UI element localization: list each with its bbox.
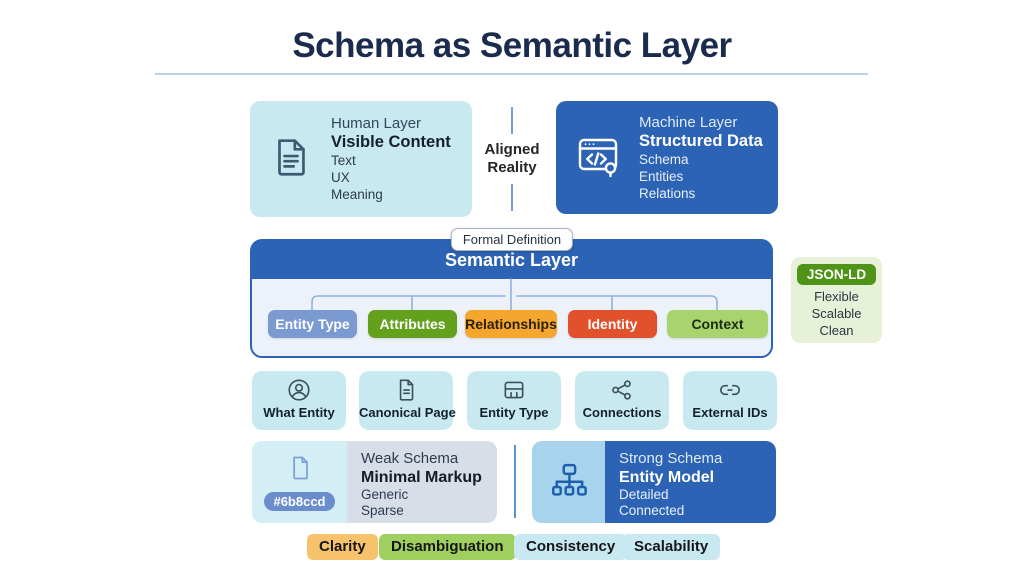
strong-schema-item: Detailed bbox=[619, 487, 669, 502]
human-layer-item: UX bbox=[331, 170, 350, 185]
share-nodes-icon bbox=[575, 377, 669, 404]
document-lines-icon bbox=[268, 134, 314, 185]
pill-relationships: Relationships bbox=[465, 310, 557, 338]
human-layer-heading: Visible Content bbox=[331, 133, 451, 151]
machine-layer-card: Machine Layer Structured Data Schema Ent… bbox=[556, 101, 778, 214]
badge-disambiguation: Disambiguation bbox=[379, 534, 516, 560]
human-layer-item: Meaning bbox=[331, 187, 383, 202]
formal-definition-badge: Formal Definition bbox=[450, 228, 574, 251]
jsonld-item: Flexible bbox=[814, 289, 859, 304]
link-icon bbox=[683, 377, 777, 404]
strong-schema-card: Strong Schema Entity Model Detailed Conn… bbox=[532, 441, 776, 523]
weak-schema-text: Weak Schema Minimal Markup Generic Spars… bbox=[347, 441, 497, 523]
blank-document-icon bbox=[286, 453, 314, 488]
jsonld-badge: JSON-LD bbox=[796, 264, 877, 285]
jsonld-item: Clean bbox=[819, 323, 854, 338]
feature-label: Canonical Page bbox=[359, 405, 456, 420]
feature-label: External IDs bbox=[692, 405, 768, 420]
weak-schema-item: Generic bbox=[361, 487, 409, 502]
feature-label: Entity Type bbox=[479, 405, 549, 420]
weak-schema-heading: Minimal Markup bbox=[361, 469, 482, 486]
table-icon bbox=[467, 377, 561, 404]
strong-schema-icon-panel bbox=[532, 441, 605, 523]
strong-schema-item: Connected bbox=[619, 503, 685, 518]
strong-schema-subtitle: Strong Schema bbox=[619, 450, 723, 467]
semantic-layer-card: Semantic Layer Entity Type Attributes Re… bbox=[250, 239, 773, 358]
browser-code-search-icon bbox=[574, 131, 622, 184]
feature-card-what-entity: What Entity bbox=[252, 371, 346, 430]
hex-color-badge: #6b8ccd bbox=[264, 492, 335, 511]
aligned-reality-label: Aligned Reality bbox=[484, 141, 540, 176]
user-circle-icon bbox=[252, 377, 346, 404]
comparison-divider bbox=[514, 445, 516, 518]
human-layer-card: Human Layer Visible Content Text UX Mean… bbox=[250, 101, 472, 217]
strong-schema-heading: Entity Model bbox=[619, 469, 715, 486]
machine-layer-heading: Structured Data bbox=[639, 131, 763, 150]
pill-entity-type: Entity Type bbox=[268, 310, 357, 338]
title-divider bbox=[155, 73, 868, 75]
jsonld-items: Flexible Scalable Clean bbox=[791, 288, 882, 339]
weak-schema-icon-panel: #6b8ccd bbox=[252, 441, 347, 523]
machine-layer-item: Relations bbox=[639, 185, 696, 201]
human-layer-subtitle: Human Layer bbox=[331, 115, 422, 132]
aligned-connector-top bbox=[511, 107, 513, 134]
aligned-connector-bottom bbox=[511, 184, 513, 211]
feature-label: Connections bbox=[582, 405, 662, 420]
badge-scalability: Scalability bbox=[622, 534, 721, 560]
machine-layer-subtitle: Machine Layer bbox=[639, 113, 738, 131]
branch-connectors bbox=[311, 278, 718, 311]
feature-label: What Entity bbox=[263, 405, 335, 420]
feature-card-external-ids: External IDs bbox=[683, 371, 777, 430]
page-title: Schema as Semantic Layer bbox=[292, 26, 732, 65]
pill-identity: Identity bbox=[568, 310, 657, 338]
feature-card-connections: Connections bbox=[575, 371, 669, 430]
human-layer-item: Text bbox=[331, 153, 356, 168]
machine-layer-item: Schema bbox=[639, 151, 689, 167]
document-icon bbox=[359, 377, 453, 404]
strong-schema-text: Strong Schema Entity Model Detailed Conn… bbox=[605, 441, 776, 523]
machine-layer-text: Machine Layer Structured Data Schema Ent… bbox=[639, 114, 763, 202]
weak-schema-item: Sparse bbox=[361, 503, 404, 518]
feature-card-canonical-page: Canonical Page bbox=[359, 371, 456, 430]
pill-context: Context bbox=[667, 310, 768, 338]
human-layer-text: Human Layer Visible Content Text UX Mean… bbox=[331, 115, 451, 203]
feature-card-entity-type: Entity Type bbox=[467, 371, 561, 430]
hierarchy-icon bbox=[548, 459, 590, 506]
badge-clarity: Clarity bbox=[307, 534, 378, 560]
weak-schema-subtitle: Weak Schema bbox=[361, 450, 459, 467]
machine-layer-item: Entities bbox=[639, 168, 684, 184]
jsonld-panel: JSON-LD Flexible Scalable Clean bbox=[791, 257, 882, 343]
weak-schema-card: #6b8ccd Weak Schema Minimal Markup Gener… bbox=[252, 441, 497, 523]
jsonld-item: Scalable bbox=[811, 306, 862, 321]
pill-attributes: Attributes bbox=[368, 310, 457, 338]
badge-consistency: Consistency bbox=[514, 534, 628, 560]
